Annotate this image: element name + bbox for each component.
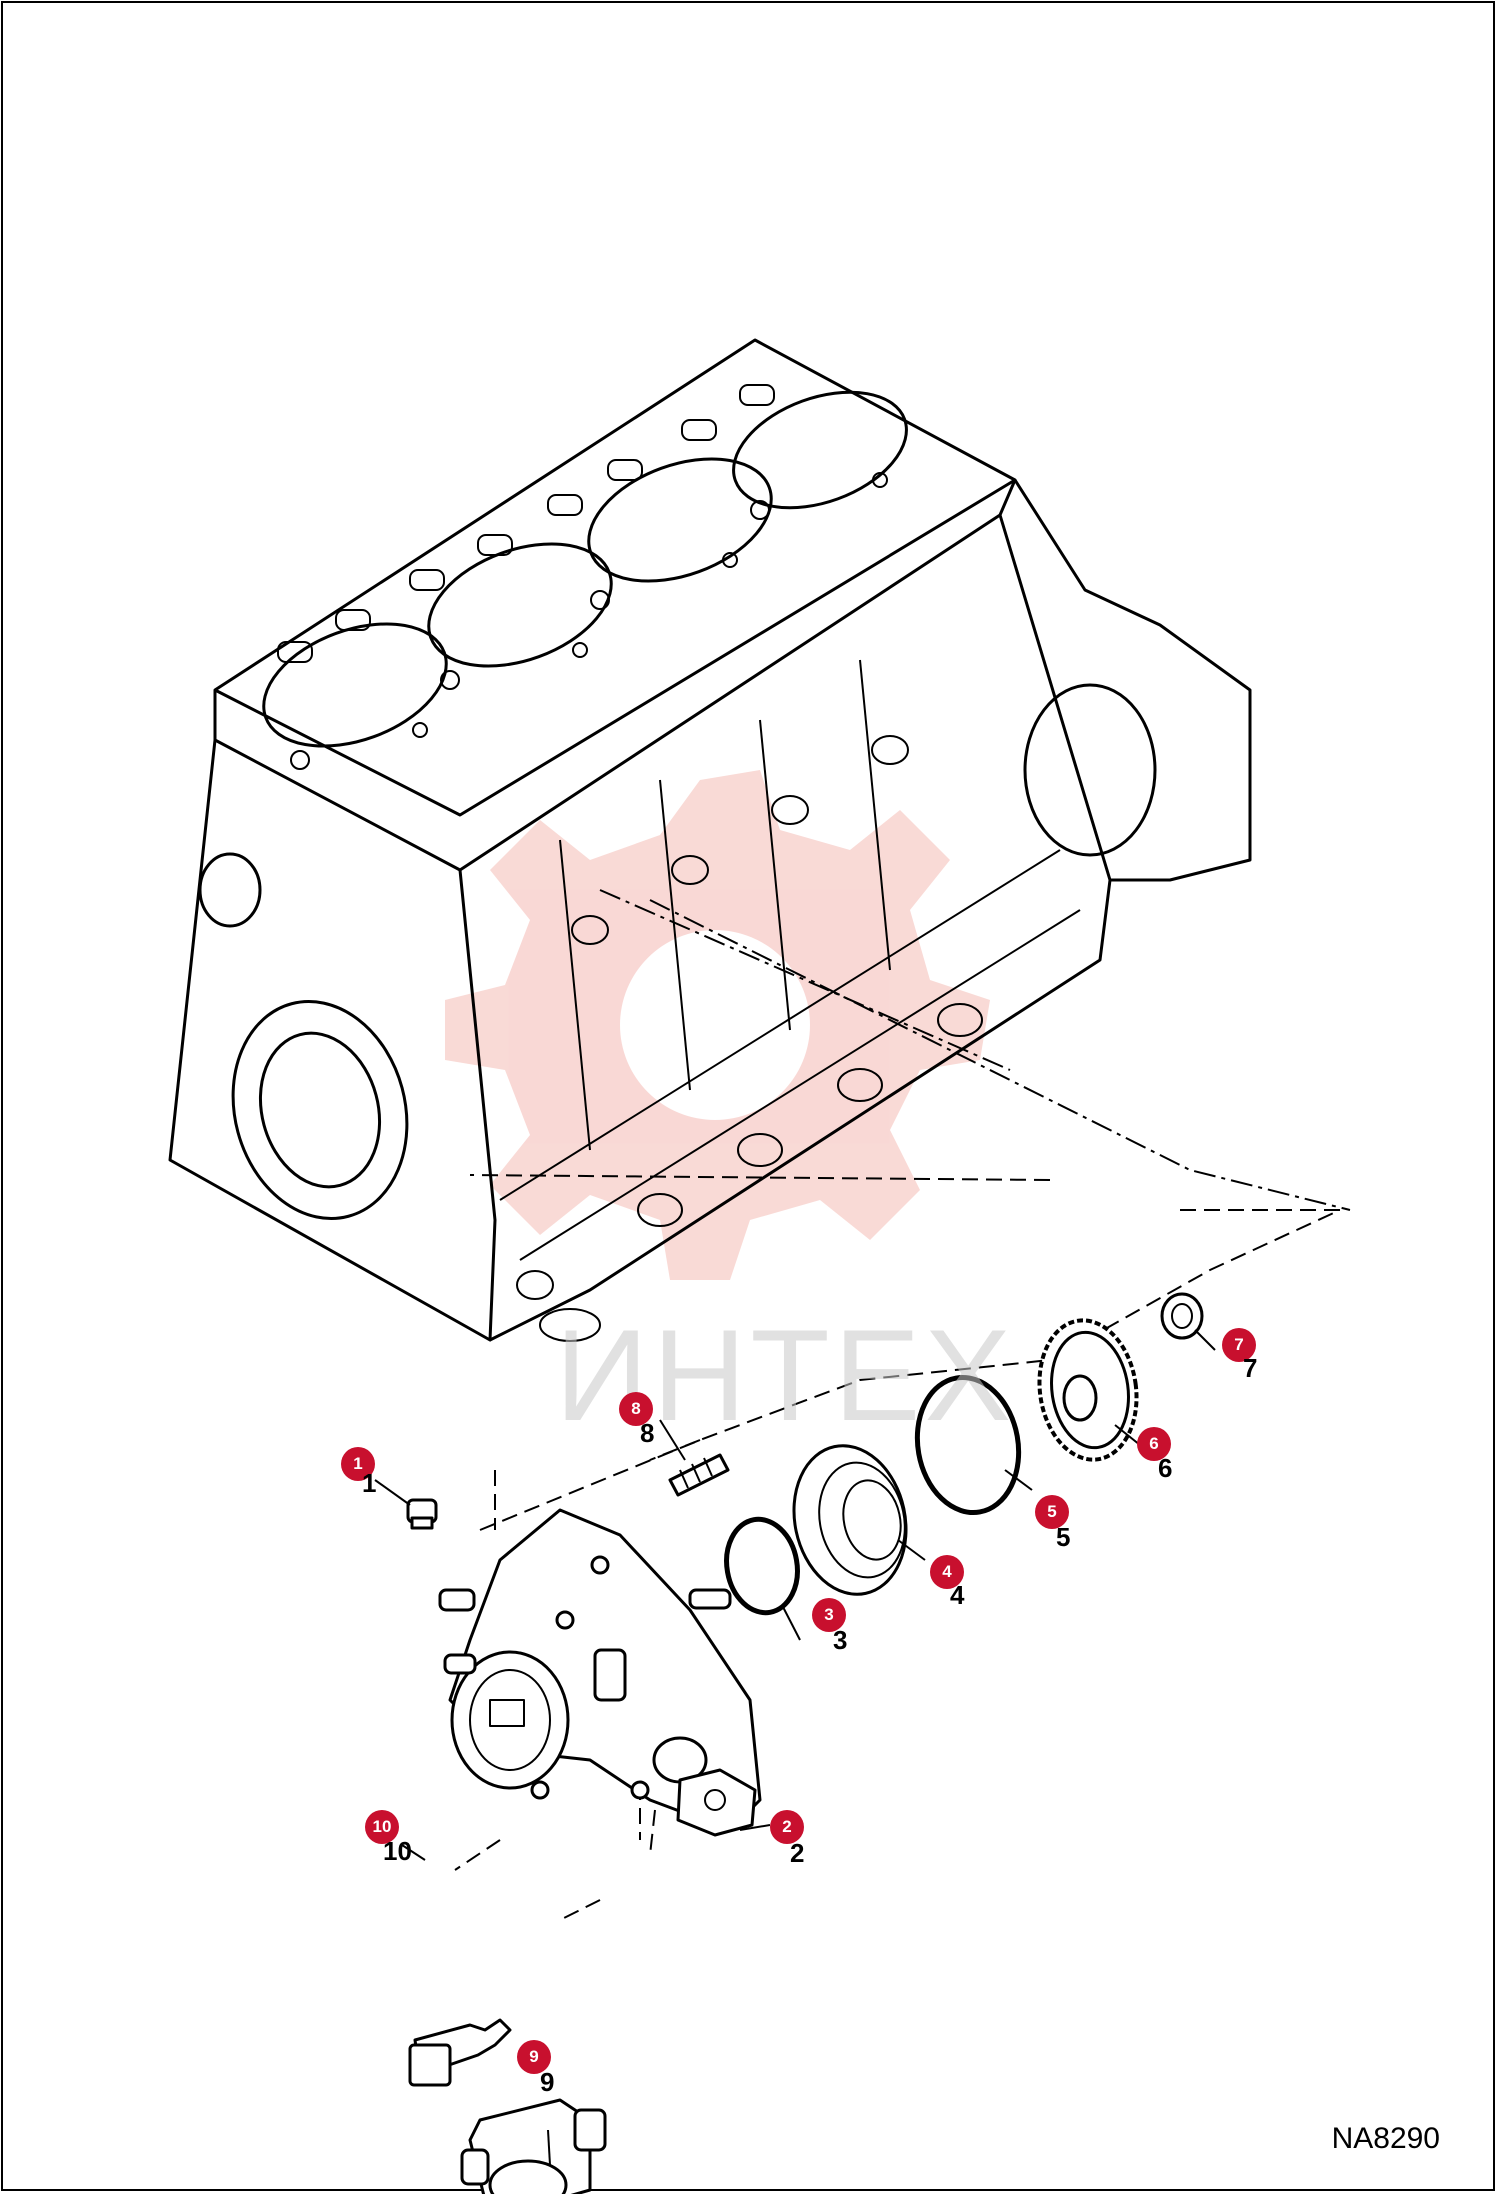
cylinder-bore-1 [262, 622, 448, 748]
watermark-text: ИНТЕХ [555, 1302, 1016, 1448]
figure-reference-code: NA8290 [1331, 2122, 1440, 2155]
part-5-large-o-ring [914, 1374, 1022, 1516]
part-7-flange-nut [1160, 1292, 1204, 1340]
part-2-pressure-sensor [676, 1768, 757, 1837]
front-seal-housing [231, 999, 409, 1221]
part-number-6: 6 [1158, 1453, 1173, 1483]
high-pressure-fuel-pump [438, 1508, 762, 1832]
leader-lines [374, 1329, 1216, 2166]
callout-10[interactable]: 10 [365, 1810, 399, 1844]
cylinder-bore-4 [732, 390, 908, 510]
watermark-gear-logo [445, 770, 990, 1280]
part-number-10: 10 [383, 1836, 412, 1866]
callout-1[interactable]: 1 [341, 1447, 375, 1481]
part-10-temperature-sensor [408, 2018, 512, 2087]
part-number-9: 9 [540, 2067, 555, 2097]
part-number-7: 7 [1243, 1353, 1258, 1383]
callout-4[interactable]: 4 [930, 1555, 964, 1589]
callout-7[interactable]: 7 [1222, 1328, 1256, 1362]
part-number-3: 3 [833, 1625, 848, 1655]
callout-6[interactable]: 6 [1137, 1427, 1171, 1461]
callout-5[interactable]: 5 [1035, 1495, 1069, 1529]
rear-housing [1013, 479, 1252, 882]
callout-3[interactable]: 3 [812, 1598, 846, 1632]
part-1-banjo-fitting [406, 1498, 438, 1530]
cylinder-bore-3 [587, 457, 773, 583]
part-number-2: 2 [790, 1838, 805, 1868]
part-6-pump-gear [1037, 1318, 1139, 1462]
phantom-lines [599, 889, 1351, 1211]
parts [406, 1292, 1204, 2194]
part-number-8: 8 [640, 1418, 655, 1448]
part-9-metering-solenoid [460, 2098, 607, 2194]
part-8-stud [668, 1453, 730, 1497]
callout-9[interactable]: 9 [517, 2040, 551, 2074]
callout-8[interactable]: 8 [619, 1392, 653, 1426]
part-number-4: 4 [950, 1580, 965, 1610]
part-3-o-ring [724, 1516, 800, 1616]
part-4-seal-plate [792, 1444, 908, 1596]
part-number-5: 5 [1056, 1522, 1071, 1552]
cylinder-head-gasket [213, 338, 1017, 872]
callout-2[interactable]: 2 [770, 1810, 804, 1844]
engine-block [168, 338, 1252, 1342]
part-number-1: 1 [362, 1468, 377, 1498]
